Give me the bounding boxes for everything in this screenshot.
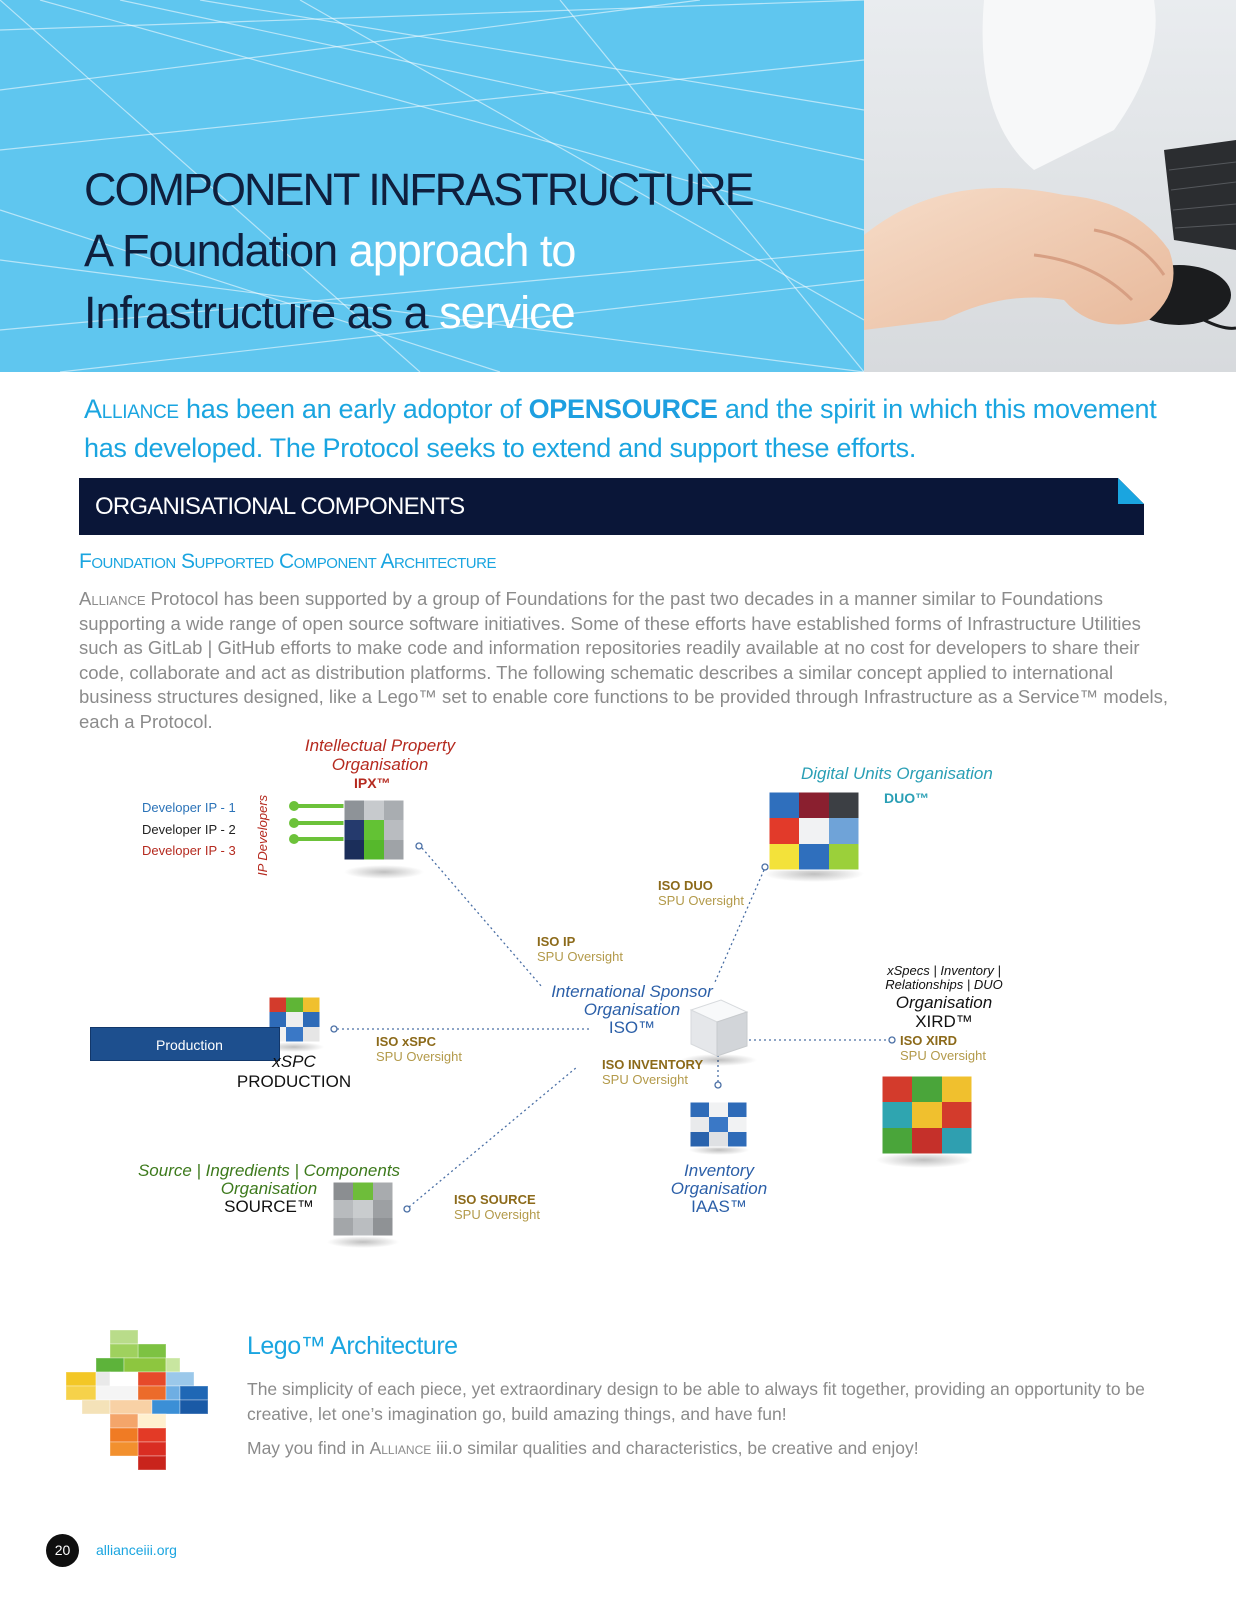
section-title: ORGANISATIONAL COMPONENTS: [95, 493, 465, 520]
production-bar-label: Production: [156, 1037, 223, 1053]
hero-blue-panel: [0, 0, 864, 372]
iso-xird-label: ISO XIRD SPU Oversight: [900, 1033, 986, 1063]
ipx-code: IPX™: [354, 775, 391, 791]
hero-line3-highlight: service: [439, 287, 576, 338]
section-header-bar: ORGANISATIONAL COMPONENTS: [79, 478, 1144, 535]
iaas-org-label: Inventory Organisation IAAS™: [670, 1161, 768, 1216]
intro-brand: Alliance: [84, 394, 179, 424]
xspc-label: xSPC PRODUCTION: [236, 1052, 352, 1091]
hero-title-line3: Infrastructure as a service: [84, 282, 844, 344]
iso-inventory-label: ISO INVENTORY SPU Oversight: [602, 1057, 704, 1087]
intro-text-1: has been an early adoptor of: [178, 394, 529, 424]
xird-org-label: Organisation XIRD™: [895, 993, 993, 1031]
ipx-cube: [343, 799, 424, 879]
iso-cube: [681, 999, 757, 1066]
hand-on-mouse-photo: [864, 0, 1236, 372]
hero-line2-highlight: approach to: [348, 225, 577, 276]
body-text: Protocol has been supported by a group o…: [79, 588, 1169, 732]
production-bar: Production: [90, 1027, 280, 1061]
hero-banner: COMPONENT INFRASTRUCTURE A Foundation ap…: [0, 0, 1236, 372]
lego-title: Lego™ Architecture: [247, 1332, 458, 1360]
intro-paragraph: Alliance has been an early adoptor of OP…: [84, 390, 1194, 468]
iso-ip-label: ISO IP SPU Oversight: [537, 934, 623, 964]
iso-source-label: ISO SOURCE SPU Oversight: [454, 1192, 540, 1222]
hero-line2-text: A Foundation: [84, 225, 349, 276]
source-org-label: Source | Ingredients | Components Organi…: [137, 1161, 401, 1216]
source-cube: [327, 1181, 399, 1248]
connector-nodes: [330, 842, 896, 1213]
hero-light-rays: [0, 0, 864, 372]
connector-lines: [337, 847, 889, 1208]
body-brand: Alliance: [79, 588, 146, 609]
developer-ip-3: Developer IP - 3: [142, 843, 236, 858]
footer-site-link[interactable]: allianceiii.org: [96, 1542, 177, 1558]
duo-code: DUO™: [884, 790, 930, 806]
ipx-org-label: Intellectual Property Organisation: [304, 736, 456, 774]
developer-ip-2: Developer IP - 2: [142, 822, 236, 837]
intro-text-2: and the spirit in which this movement ha…: [84, 394, 1157, 463]
xird-cube: [876, 1075, 973, 1168]
iso-xspc-label: ISO xSPC SPU Oversight: [376, 1034, 462, 1064]
hero-title-line1: COMPONENT INFRASTRUCTURE: [84, 164, 755, 215]
lego-bricks-logo: [66, 1330, 209, 1471]
iso-center-label: International Sponsor Organisation ISO™: [551, 982, 713, 1037]
iso-duo-label: ISO DUO SPU Oversight: [658, 878, 744, 908]
lego-paragraph-2: May you find in Alliance iii.o similar q…: [247, 1438, 919, 1458]
component-architecture-diagram: Intellectual Property Organisation IPX™ …: [79, 736, 1159, 1287]
intro-opensource: OPENSOURCE: [528, 394, 718, 424]
hero-title-line2: A Foundation approach to: [84, 220, 844, 282]
lego-text: The simplicity of each piece, yet extrao…: [247, 1377, 1147, 1461]
ip-developers-label: IP Developers: [255, 794, 270, 876]
lego-paragraph-1: The simplicity of each piece, yet extrao…: [247, 1379, 1145, 1424]
developer-ip-1: Developer IP - 1: [142, 800, 236, 815]
section-body: Alliance Protocol has been supported by …: [79, 587, 1169, 734]
diagram-graphics: [264, 791, 973, 1248]
iaas-cube: [689, 1101, 749, 1155]
page-number: 20: [46, 1534, 79, 1567]
duo-org-label: Digital Units Organisation: [801, 764, 993, 783]
duo-cube: [764, 791, 864, 882]
hero-title: COMPONENT INFRASTRUCTURE A Foundation ap…: [84, 160, 844, 344]
corner-fold-icon: [1118, 478, 1144, 504]
xird-spec-label: xSpecs | Inventory | Relationships | DUO: [885, 963, 1003, 992]
hero-line3-text: Infrastructure as a: [84, 287, 440, 338]
section-subheading: Foundation Supported Component Architect…: [79, 550, 496, 573]
